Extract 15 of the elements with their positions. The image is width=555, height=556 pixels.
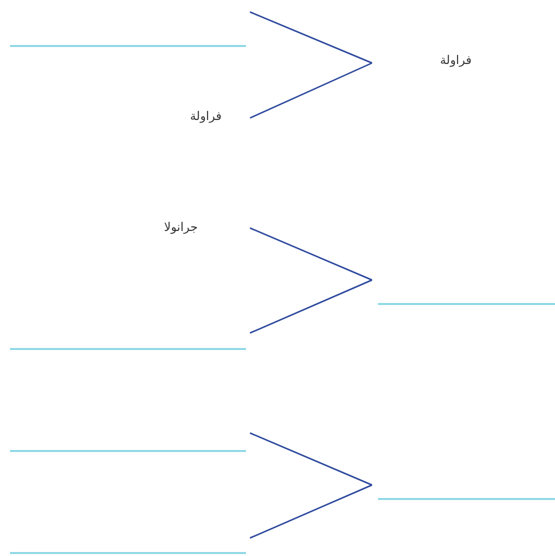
- bracket-line: [250, 432, 372, 486]
- bracket-line: [250, 279, 372, 334]
- fill-in-line: [10, 45, 246, 47]
- answer-text: جرانولا: [164, 219, 198, 235]
- fill-in-line: [10, 552, 246, 554]
- answer-text: فراولة: [440, 52, 472, 68]
- bracket-line: [250, 62, 372, 119]
- fill-in-line: [10, 348, 246, 350]
- bracket-line: [250, 227, 372, 281]
- fill-in-line: [10, 450, 246, 452]
- bracket-line: [250, 11, 372, 64]
- fill-in-line: [378, 498, 555, 500]
- fill-in-line: [378, 303, 555, 305]
- bracket-line: [250, 484, 372, 539]
- answer-text: فراولة: [190, 108, 222, 124]
